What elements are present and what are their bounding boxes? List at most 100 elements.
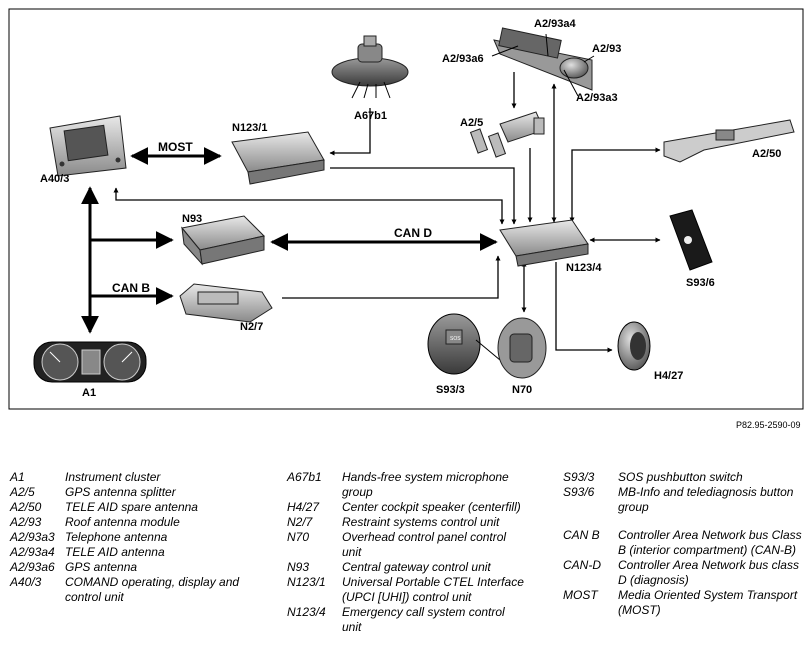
legend-item: N93 Central gateway control unit (287, 560, 527, 575)
legend-code: N2/7 (287, 515, 313, 529)
legend-code: N123/4 (287, 605, 326, 619)
label-a67b1: A67b1 (354, 110, 387, 122)
legend-desc: Controller Area Network bus class D (dia… (618, 558, 799, 587)
n123-1-to-n123-4-line (330, 167, 517, 225)
sos-text: SOS (450, 336, 461, 342)
a1-instrument-cluster (33, 341, 147, 383)
bus-label-can-b: CAN B (112, 281, 150, 295)
legend-code: MOST (563, 588, 598, 602)
n70-overhead-control-panel (497, 317, 547, 379)
n123-1-control-unit (231, 131, 325, 185)
s93-6-button-group (669, 209, 713, 271)
label-a2-5: A2/5 (460, 117, 483, 129)
legend-column-3: S93/3 SOS pushbutton switch S93/6 MB-Info … (563, 470, 803, 618)
bus-label-can-d: CAN D (394, 226, 432, 240)
legend-column-1: A1 Instrument cluster A2/5 GPS antenna spl… (10, 470, 260, 605)
legend-item: A40/3 COMAND operating, display and contr… (10, 575, 260, 605)
label-n123-1: N123/1 (232, 122, 267, 134)
legend-desc: Hands-free system microphone group (342, 470, 509, 499)
legend-item: S93/3 SOS pushbutton switch (563, 470, 803, 485)
label-a2-93a6: A2/93a6 (442, 53, 484, 65)
n123-4-emergency-call-unit (499, 219, 589, 267)
legend-code: A1 (10, 470, 25, 484)
legend-code: A2/93 (10, 515, 42, 529)
label-n2-7: N2/7 (240, 321, 263, 333)
legend-item: A2/5 GPS antenna splitter (10, 485, 260, 500)
legend-desc: Media Oriented System Transport (MOST) (618, 588, 798, 617)
legend-code: S93/6 (563, 485, 595, 499)
label-n70: N70 (512, 384, 532, 396)
legend-item: N123/1 Universal Portable CTEL Interface … (287, 575, 527, 605)
legend-item: S93/6 MB-Info and telediagnosis button gr… (563, 485, 803, 515)
a67b1-to-n123-1-line (329, 108, 371, 156)
legend-desc: Restraint systems control unit (342, 515, 500, 529)
legend-desc: GPS antenna splitter (65, 485, 176, 499)
connection-lines (81, 72, 661, 353)
legend-desc: Emergency call system control unit (342, 605, 505, 634)
s93-3-sos-switch: SOS (427, 313, 481, 375)
legend-code: CAN B (563, 528, 600, 542)
legend-code: CAN-D (563, 558, 601, 572)
legend-item: CAN-D Controller Area Network bus class D… (563, 558, 803, 588)
label-n93: N93 (182, 213, 202, 225)
n2-7-restraint-control-unit (179, 283, 273, 323)
legend-item: CAN B Controller Area Network bus Class B… (563, 528, 803, 558)
legend-code: A2/93a4 (10, 545, 55, 559)
legend-item: N123/4 Emergency call system control unit (287, 605, 527, 635)
label-n123-4: N123/4 (566, 262, 602, 274)
s93-3-to-n70-line (475, 339, 501, 361)
legend-item: H4/27 Center cockpit speaker (centerfill) (287, 500, 527, 515)
legend-desc: Universal Portable CTEL Interface (UPCI … (342, 575, 524, 604)
legend-item: A2/93a6 GPS antenna (10, 560, 260, 575)
legend-item: N2/7 Restraint systems control unit (287, 515, 527, 530)
legend-desc: Controller Area Network bus Class B (int… (618, 528, 802, 557)
legend-desc: Roof antenna module (65, 515, 180, 529)
legend-code: N93 (287, 560, 310, 574)
label-a40-3: A40/3 (40, 173, 69, 185)
a40-3-to-n123-4-line (113, 187, 505, 225)
legend-desc: TELE AID spare antenna (65, 500, 198, 514)
a2-50-spare-antenna (663, 119, 795, 163)
label-s93-3: S93/3 (436, 384, 465, 396)
label-a2-93a4: A2/93a4 (534, 18, 576, 30)
n93-central-gateway (181, 215, 266, 266)
bus-label-most: MOST (158, 140, 193, 154)
legend-desc: Telephone antenna (65, 530, 168, 544)
legend-desc: SOS pushbutton switch (618, 470, 743, 484)
legend-item: A2/50 TELE AID spare antenna (10, 500, 260, 515)
label-a1: A1 (82, 387, 96, 399)
legend-desc: Instrument cluster (65, 470, 161, 484)
legend-code: N123/1 (287, 575, 326, 589)
legend-desc: GPS antenna (65, 560, 138, 574)
legend-code: S93/3 (563, 470, 595, 484)
legend-desc: COMAND operating, display and control un… (65, 575, 240, 604)
n123-4-to-h4-27-line (555, 262, 613, 353)
legend-desc: Overhead control panel control unit (342, 530, 507, 559)
legend-code: A2/50 (10, 500, 42, 514)
h4-27-speaker (617, 321, 651, 371)
system-diagram: SOS A40/3 N123/1 A67b1 A2/93a4 A2/93 A2/… (8, 8, 804, 410)
legend-code: A2/93a6 (10, 560, 55, 574)
legend-item: A67b1 Hands-free system microphone group (287, 470, 527, 500)
legend-desc: MB-Info and telediagnosis button group (618, 485, 794, 514)
legend-code: A2/93a3 (10, 530, 55, 544)
label-a2-93: A2/93 (592, 43, 621, 55)
label-a2-93a3: A2/93a3 (576, 92, 618, 104)
legend-code: A40/3 (10, 575, 42, 589)
label-a2-50: A2/50 (752, 148, 781, 160)
legend-code: A2/5 (10, 485, 35, 499)
legend-desc: Central gateway control unit (342, 560, 491, 574)
n2-7-to-n123-4-line (282, 255, 501, 299)
legend-desc: Center cockpit speaker (centerfill) (342, 500, 521, 514)
legend-code: H4/27 (287, 500, 320, 514)
legend-code: A67b1 (287, 470, 322, 484)
a2-5-gps-antenna-splitter (469, 111, 545, 158)
a67b1-microphone-group (331, 35, 409, 99)
reference-number: P82.95-2590-09 (736, 420, 801, 430)
legend-item: A2/93a3 Telephone antenna (10, 530, 260, 545)
a2-50-to-n123-4-line (569, 147, 661, 223)
legend-code: N70 (287, 530, 310, 544)
legend-item: N70 Overhead control panel control unit (287, 530, 527, 560)
a40-3-comand-unit (49, 115, 127, 177)
